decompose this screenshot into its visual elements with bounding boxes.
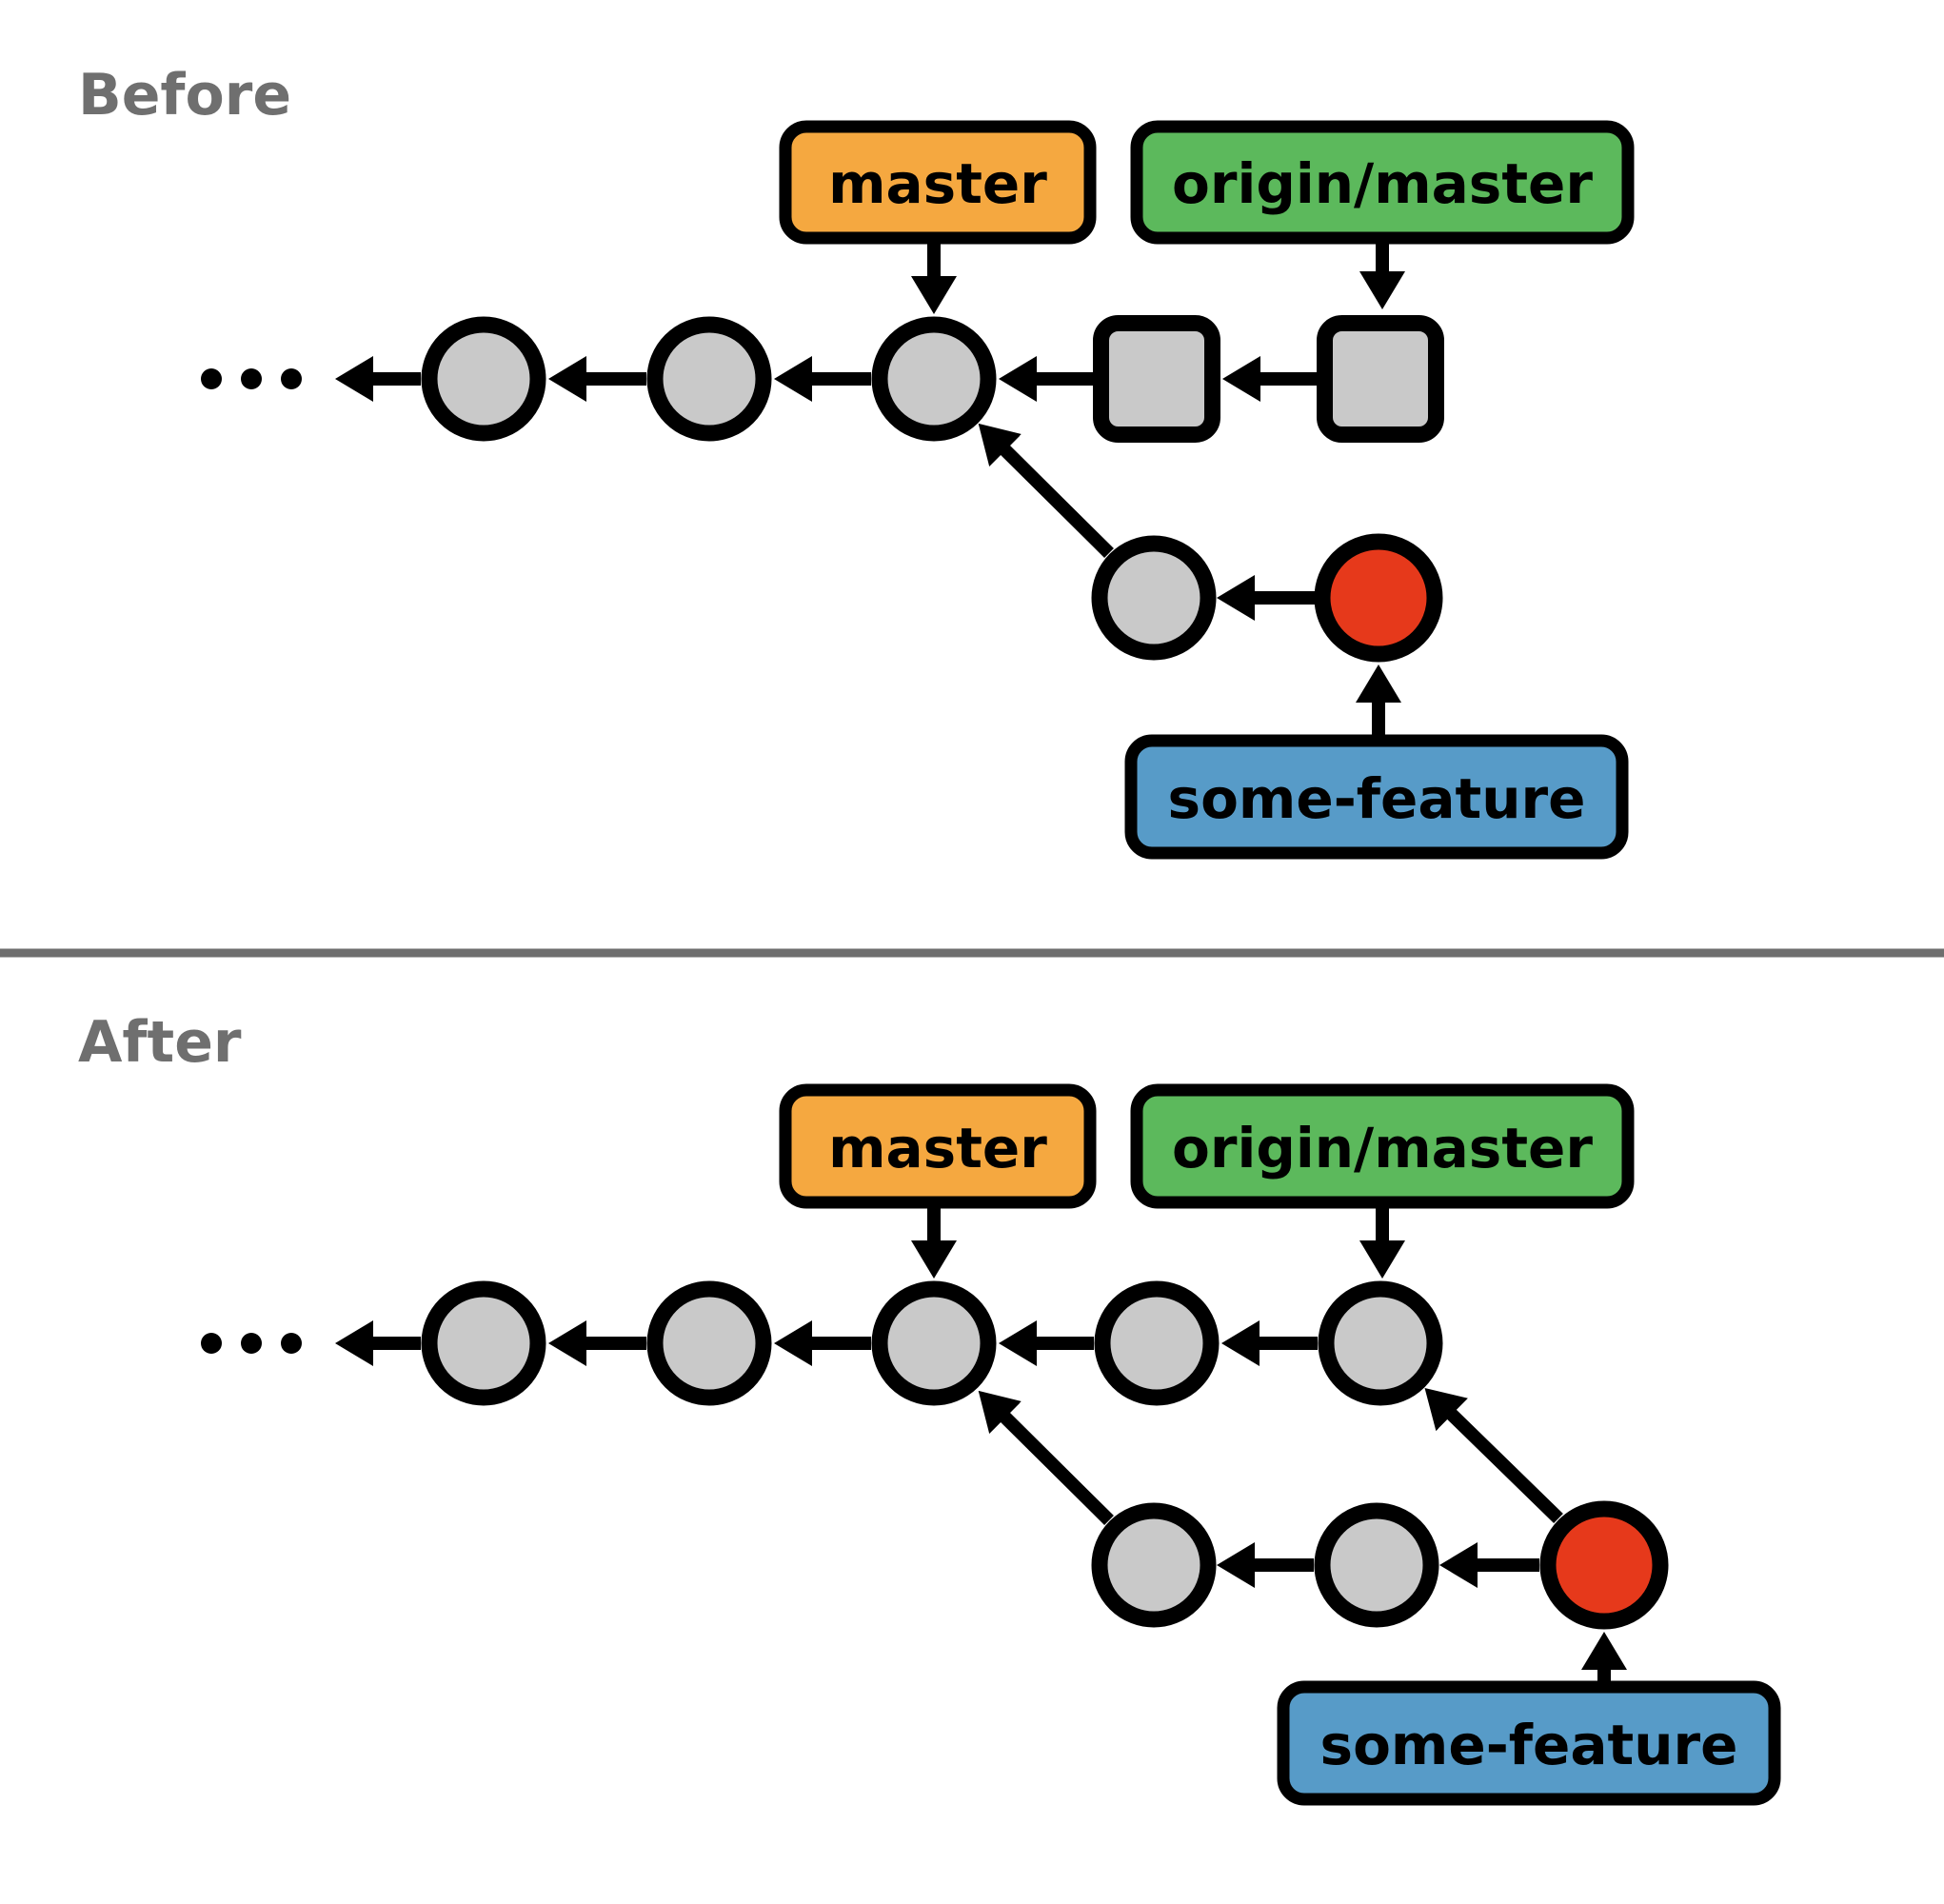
before-main-commit-5-square-origin-master [1317, 315, 1444, 443]
ellipsis-dot [241, 1333, 262, 1354]
before-heading: Before [78, 62, 291, 129]
ellipsis-dot [281, 368, 302, 389]
before-section: Before master origin/master [78, 62, 1635, 860]
after-main-commit-2 [646, 1280, 772, 1406]
after-some-feature-label-box [1277, 1680, 1781, 1806]
after-master-label-box [779, 1083, 1097, 1209]
before-master-label: master [828, 151, 1047, 216]
before-some-feature-label: some-feature [1168, 766, 1586, 831]
before-arrow-f1-c3-diagonal [978, 423, 1114, 558]
before-some-feature-label-box [1124, 734, 1629, 860]
after-some-feature-label: some-feature [1320, 1713, 1738, 1777]
before-master-label-box [779, 120, 1097, 245]
after-arrow-g1-c3-diagonal [978, 1390, 1114, 1525]
before-feature-commit-1 [1091, 535, 1217, 661]
after-heading: After [78, 1009, 242, 1076]
after-feature-commit-2 [1314, 1502, 1439, 1628]
before-main-commit-4-square [1093, 315, 1220, 443]
after-section: After master origin/master [78, 1009, 1781, 1806]
before-origin-master-label-box [1130, 120, 1635, 245]
ellipsis-dot [201, 1333, 222, 1354]
after-main-commit-3-master [871, 1280, 997, 1406]
after-main-commit-5-origin-master [1318, 1280, 1443, 1406]
ellipsis-dot [281, 1333, 302, 1354]
before-main-commit-3-master [871, 316, 997, 442]
before-feature-commit-2-red [1314, 533, 1443, 663]
after-history-ellipsis [201, 1333, 302, 1354]
after-origin-master-label-box [1130, 1083, 1635, 1209]
after-main-commit-1 [421, 1280, 546, 1406]
after-master-label: master [828, 1116, 1047, 1180]
after-arrow-red-c5-diagonal [1424, 1388, 1563, 1524]
ellipsis-dot [201, 368, 222, 389]
before-main-commit-2 [646, 316, 772, 442]
after-feature-commit-1 [1091, 1502, 1217, 1628]
before-origin-master-label: origin/master [1172, 151, 1593, 216]
after-origin-master-label: origin/master [1172, 1116, 1593, 1180]
before-main-commit-1 [421, 316, 546, 442]
ellipsis-dot [241, 368, 262, 389]
before-history-ellipsis [201, 368, 302, 389]
after-main-commit-4 [1094, 1280, 1220, 1406]
after-feature-commit-3-red [1539, 1500, 1669, 1630]
